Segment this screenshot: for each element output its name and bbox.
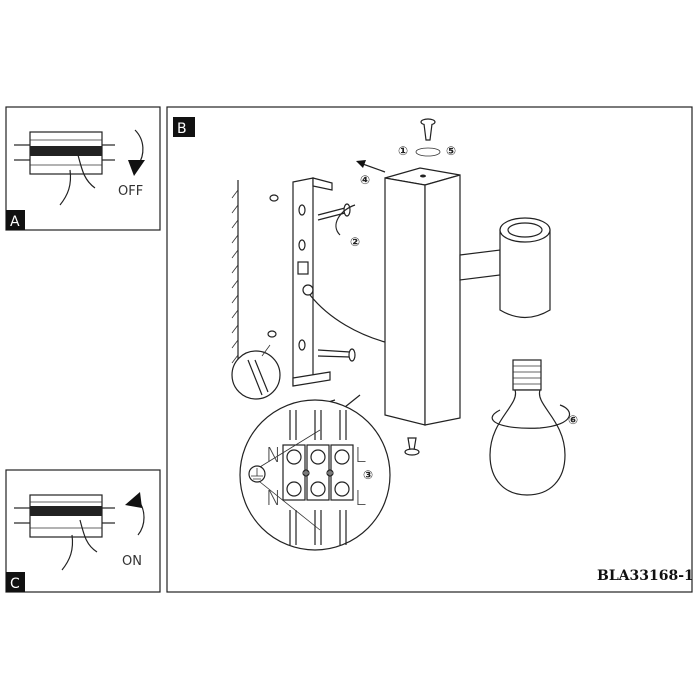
step-2-label: ② bbox=[350, 235, 360, 249]
circuit-breaker-icon bbox=[14, 494, 115, 538]
neutral-bottom-label: N bbox=[266, 486, 281, 510]
wall-plug-inset bbox=[231, 350, 281, 400]
panel-c-frame bbox=[5, 469, 161, 593]
model-code: BLA33168-1 bbox=[597, 568, 694, 584]
mounting-bracket bbox=[292, 177, 333, 387]
panel-a: OFF A bbox=[5, 106, 161, 231]
circuit-breaker-icon bbox=[14, 131, 115, 175]
spotlight-head bbox=[459, 217, 551, 319]
screw-icon bbox=[317, 203, 351, 221]
panel-b: B bbox=[166, 106, 694, 593]
step-6-label: ⑥ bbox=[568, 413, 578, 427]
step-1-label: ① bbox=[398, 144, 408, 158]
wall-hole bbox=[267, 330, 277, 338]
switch-off-label: OFF bbox=[118, 184, 143, 199]
switch-on-label: ON bbox=[122, 554, 142, 569]
ground-screw-icon bbox=[302, 284, 314, 296]
step-4-label: ④ bbox=[360, 173, 370, 187]
step-5-label: ⑤ bbox=[446, 144, 456, 158]
supply-cable bbox=[309, 294, 386, 343]
rotate-arrow-icon bbox=[415, 147, 441, 157]
wall-hatching bbox=[231, 180, 239, 380]
neutral-top-label: N bbox=[266, 443, 281, 467]
panel-a-frame bbox=[5, 106, 161, 231]
live-bottom-label: L bbox=[355, 486, 366, 510]
panel-b-frame bbox=[166, 106, 693, 593]
lamp-body bbox=[384, 167, 461, 426]
rotate-arrow-icon bbox=[134, 129, 144, 166]
rotate-arrow-icon bbox=[491, 404, 570, 429]
panel-a-label: A bbox=[10, 214, 20, 230]
panel-c: ON C bbox=[5, 469, 161, 593]
live-top-label: L bbox=[355, 443, 366, 467]
rotate-arrow-icon bbox=[335, 204, 356, 236]
light-bulb bbox=[489, 359, 566, 496]
panel-c-label: C bbox=[10, 576, 20, 592]
wall-hole bbox=[269, 194, 279, 202]
step-3-label: ③ bbox=[363, 468, 373, 482]
screw-icon bbox=[404, 437, 420, 456]
panel-b-label: B bbox=[177, 121, 187, 137]
screw-icon bbox=[420, 118, 436, 141]
hand-icon bbox=[61, 519, 98, 571]
hand-icon bbox=[59, 154, 96, 206]
screw-icon bbox=[317, 348, 356, 362]
terminal-block-inset bbox=[239, 394, 391, 551]
